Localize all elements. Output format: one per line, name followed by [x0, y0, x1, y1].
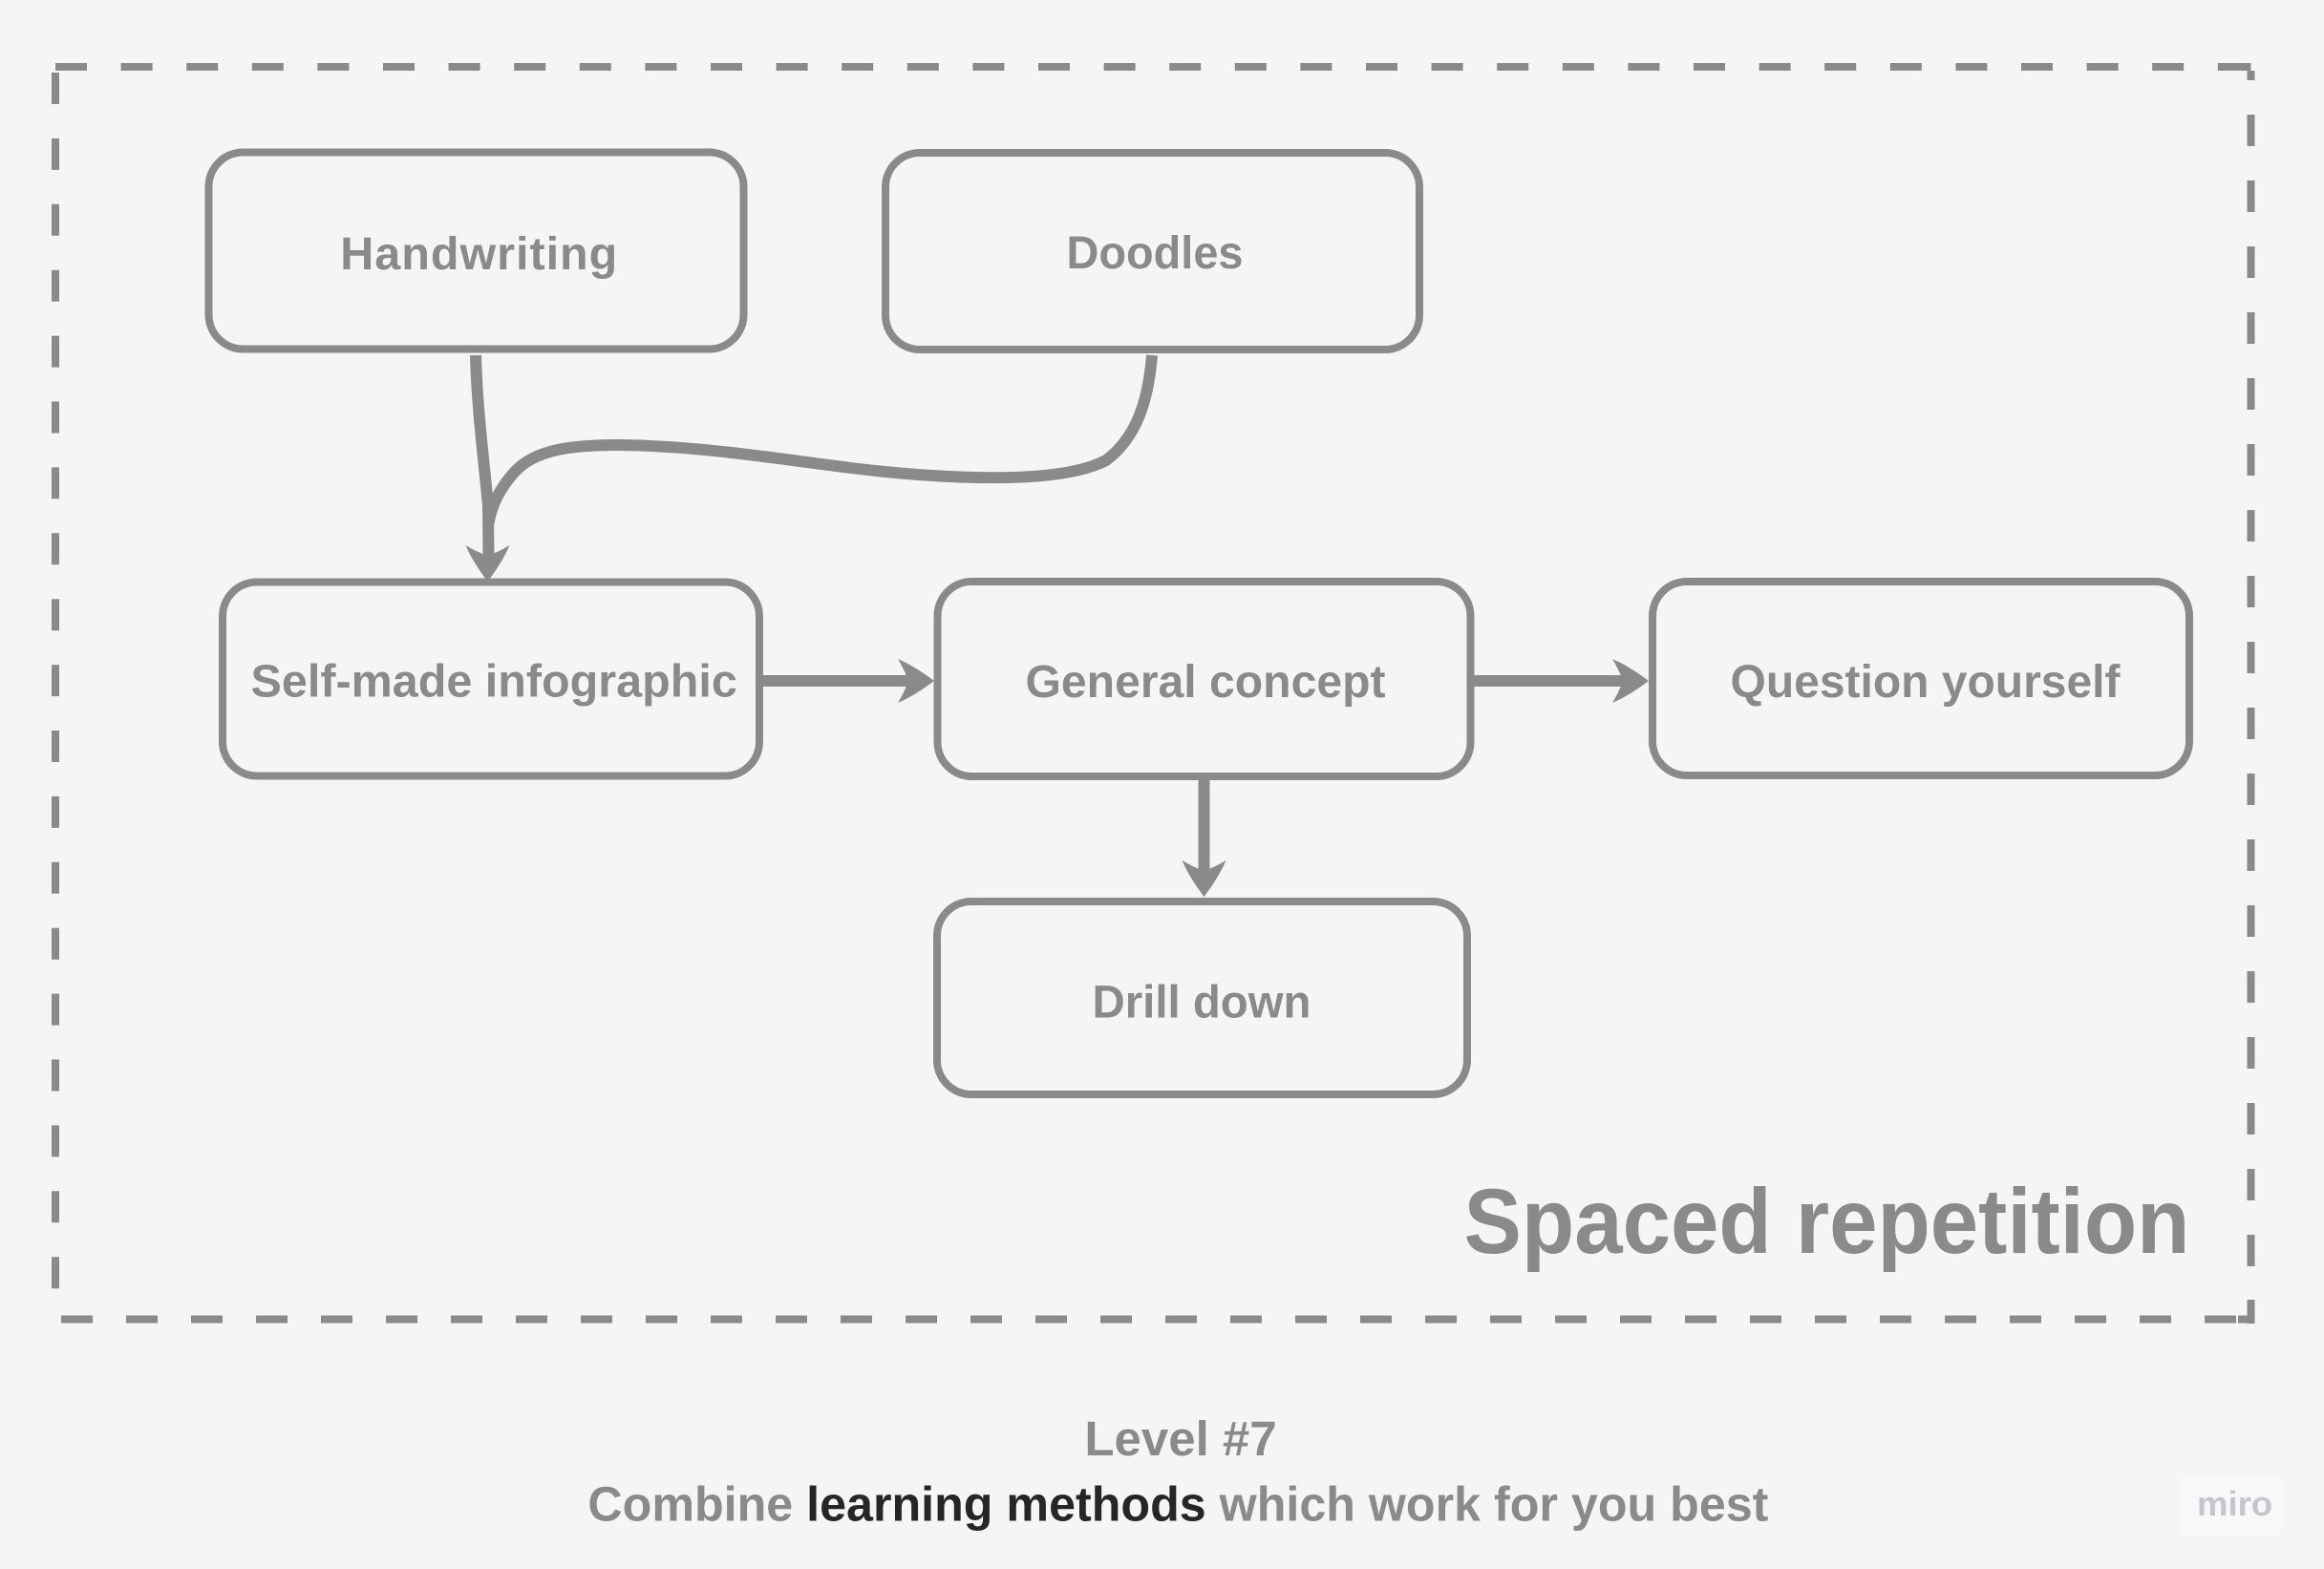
svg-text:General concept: General concept: [1026, 656, 1386, 708]
svg-text:Self-made infographic: Self-made infographic: [251, 656, 737, 708]
svg-text:Doodles: Doodles: [1067, 227, 1244, 279]
svg-text:Drill down: Drill down: [1093, 977, 1311, 1028]
svg-text:Question yourself: Question yourself: [1731, 656, 2121, 708]
svg-text:Spaced repetition: Spaced repetition: [1464, 1171, 2190, 1273]
svg-text:Combine learning methods which: Combine learning methods which work for …: [587, 1477, 1768, 1532]
svg-text:Level #7: Level #7: [1084, 1411, 1276, 1466]
svg-text:Handwriting: Handwriting: [340, 228, 617, 280]
svg-text:miro: miro: [2197, 1484, 2272, 1523]
